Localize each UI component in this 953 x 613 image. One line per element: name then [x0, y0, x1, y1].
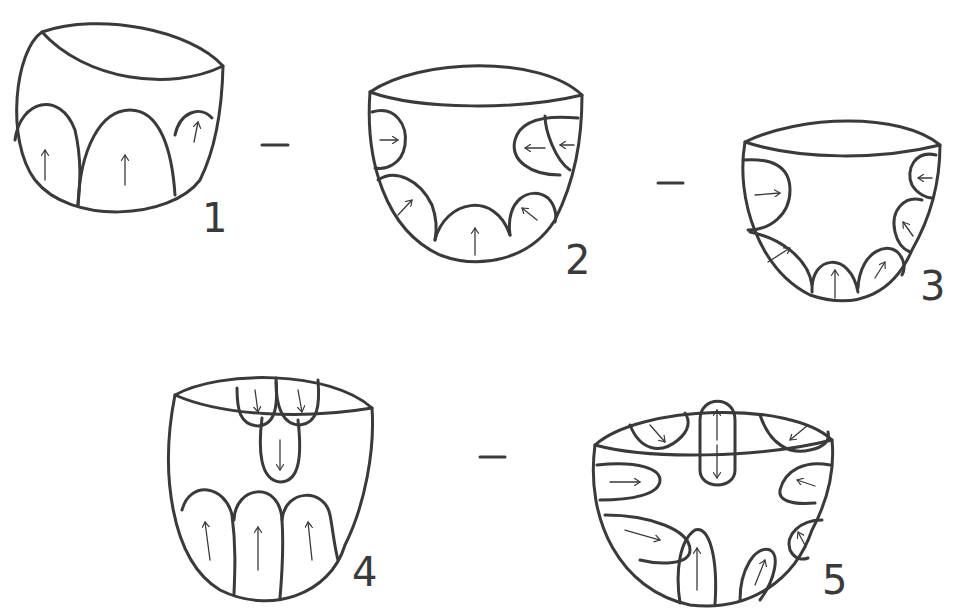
dash: [262, 144, 288, 147]
shell-figure: [743, 121, 940, 301]
callout-number: 4: [352, 552, 377, 592]
shell-figure: [593, 401, 832, 606]
dash: [658, 182, 683, 185]
shell-figure: [369, 66, 582, 262]
shell-figure: [169, 378, 373, 601]
callout-number: 1: [202, 198, 227, 238]
callout-number: 2: [565, 240, 590, 280]
callout-number: 5: [822, 560, 847, 600]
callout-number: 3: [920, 266, 945, 306]
dash: [480, 456, 505, 459]
shell-figure: [15, 24, 223, 212]
